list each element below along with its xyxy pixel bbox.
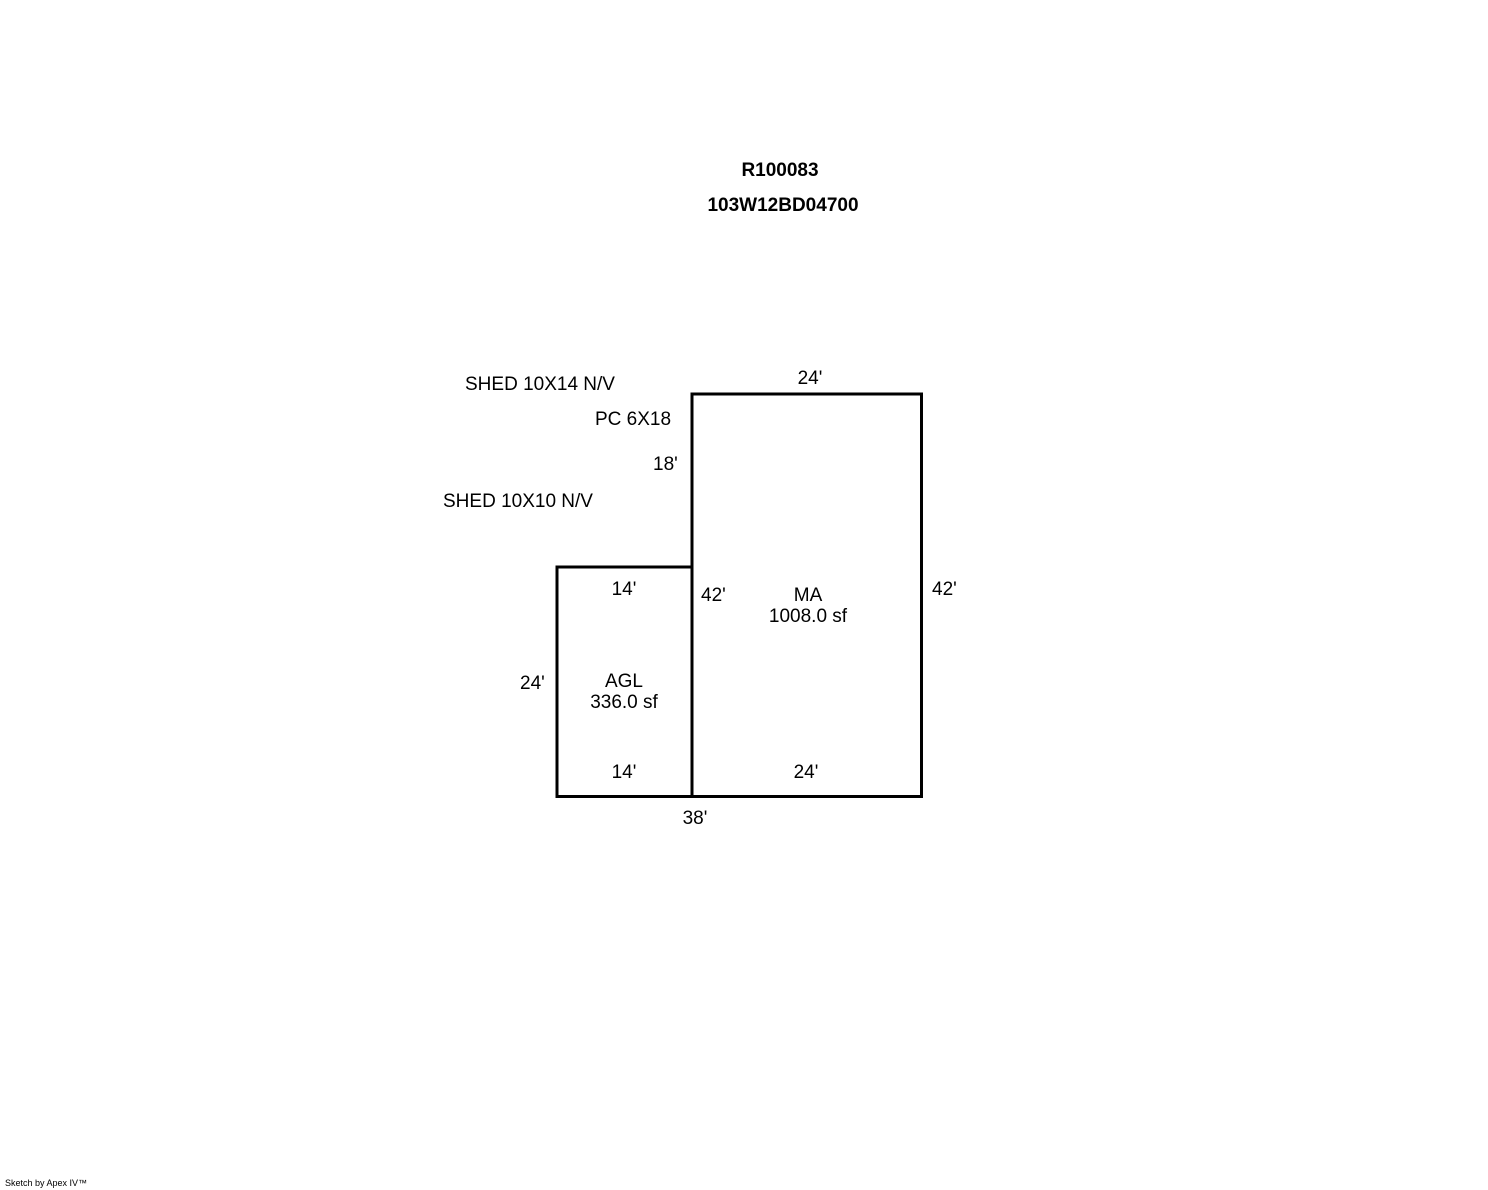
agl-top-dimension: 14'	[611, 579, 637, 600]
agl-area: 336.0 sf	[590, 692, 658, 713]
agl-left-dimension: 24'	[520, 673, 545, 694]
agl-area-label: AGL 336.0 sf	[590, 671, 658, 713]
ma-right-dimension: 42'	[932, 579, 957, 600]
ma-area: 1008.0 sf	[768, 606, 848, 627]
agl-outline	[555, 565, 694, 798]
shed-10x14-note: SHED 10X14 N/V	[465, 374, 615, 395]
ma-top-dimension: 24'	[797, 368, 823, 389]
ma-area-label: MA 1008.0 sf	[769, 585, 847, 627]
overall-width-dimension: 38'	[682, 808, 708, 829]
shed-10x10-note: SHED 10X10 N/V	[443, 491, 593, 512]
ma-left-dimension: 42'	[701, 585, 726, 606]
porch-dimension: 18'	[653, 454, 678, 475]
agl-bottom-dimension: 14'	[611, 762, 637, 783]
ma-code: MA	[793, 585, 823, 606]
account-id: R100083	[741, 160, 819, 181]
agl-code: AGL	[604, 671, 644, 692]
sketch-credit: Sketch by Apex IV™	[5, 1178, 88, 1188]
map-tax-lot: 103W12BD04700	[707, 195, 859, 216]
ma-bottom-dimension: 24'	[793, 762, 819, 783]
porch-note: PC 6X18	[595, 409, 672, 430]
